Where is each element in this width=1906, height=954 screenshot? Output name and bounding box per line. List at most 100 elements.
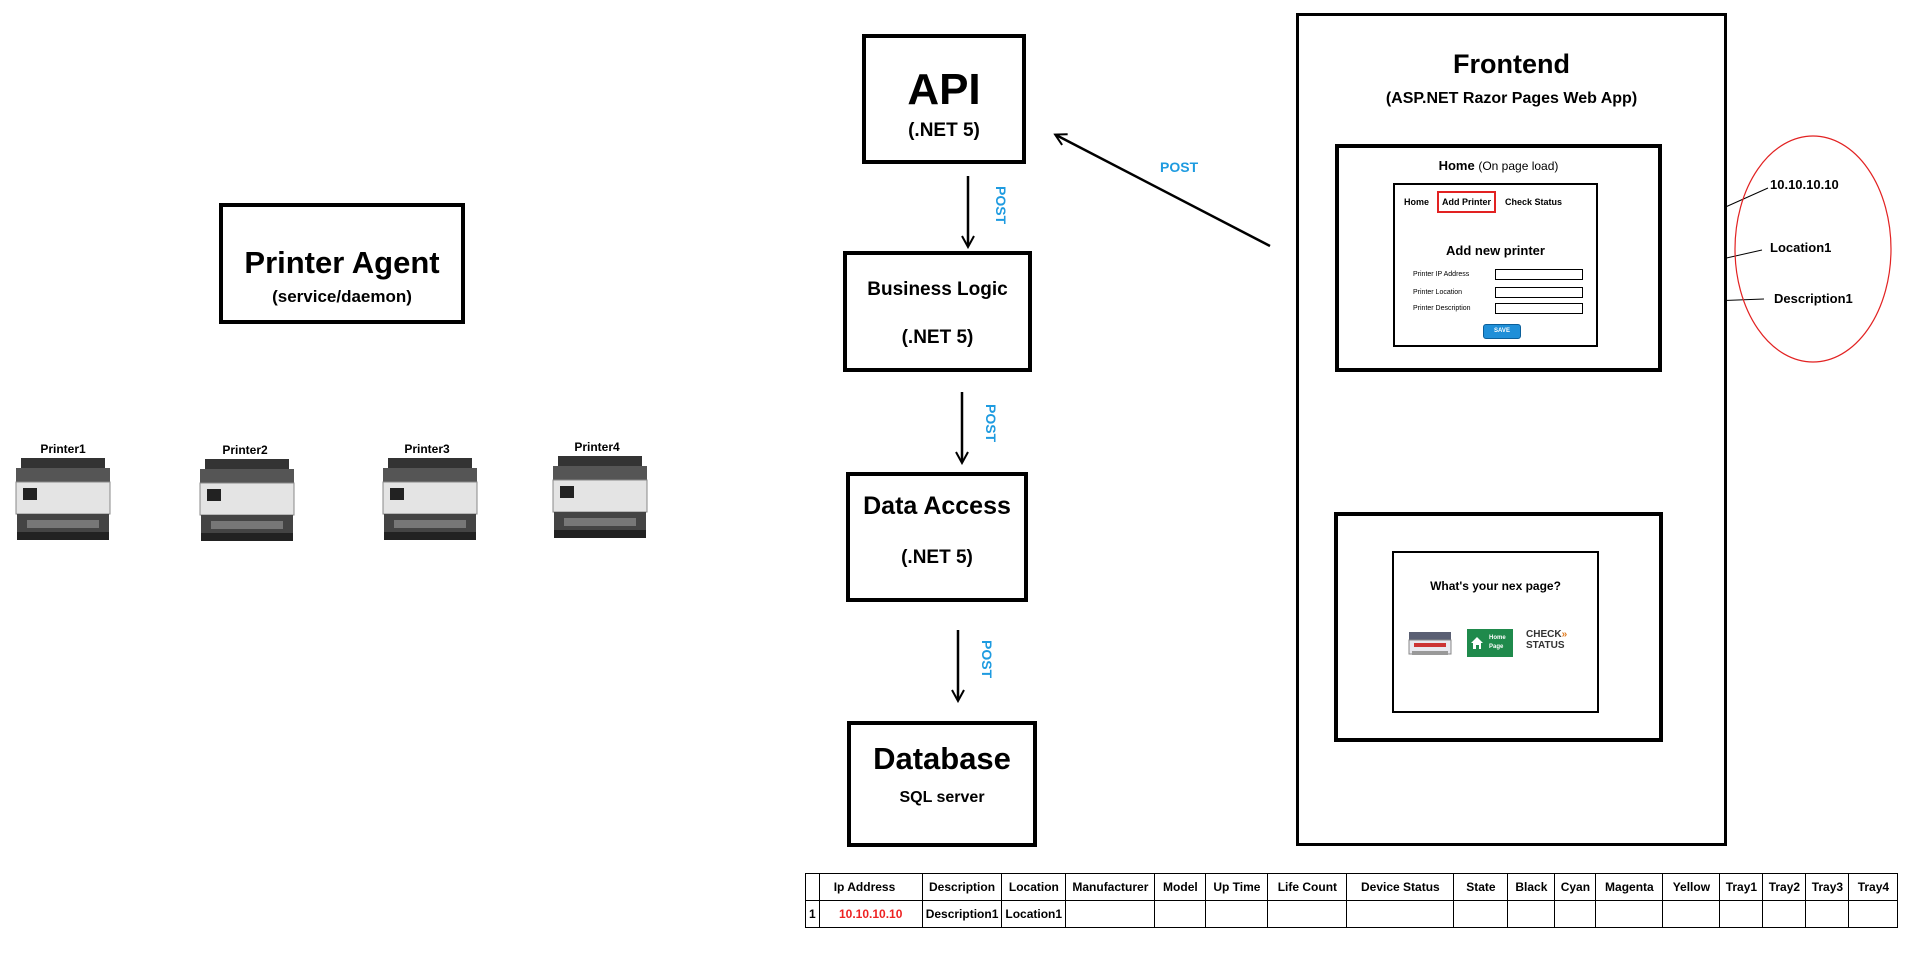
next-page-inner: What's your nex page? Home Page CHECK» S… bbox=[1392, 551, 1599, 713]
printer-icon bbox=[382, 458, 478, 540]
ip-address-input[interactable] bbox=[1495, 269, 1583, 280]
table-cell bbox=[1762, 900, 1807, 928]
home-title: Home bbox=[1438, 158, 1475, 173]
table-header-cell: Manufacturer bbox=[1065, 873, 1156, 901]
post-label-frontend-api: POST bbox=[1160, 159, 1199, 175]
table-header-cell: Up Time bbox=[1205, 873, 1269, 901]
table-header-cell: Ip Address bbox=[818, 873, 923, 901]
frontend-title: Frontend bbox=[1453, 49, 1570, 79]
table-cell: 10.10.10.10 bbox=[818, 900, 923, 928]
business-logic-box: Business Logic (.NET 5) bbox=[843, 251, 1032, 372]
table-cell bbox=[1848, 900, 1899, 928]
nav-check-status[interactable]: Check Status bbox=[1505, 197, 1563, 207]
printer-icon bbox=[552, 456, 648, 538]
home-note: (On page load) bbox=[1478, 159, 1559, 173]
callout-description: Description1 bbox=[1774, 291, 1853, 306]
check-status-icon-text-1: CHECK bbox=[1526, 629, 1562, 640]
data-access-box: Data Access (.NET 5) bbox=[846, 472, 1028, 602]
table-cell bbox=[1065, 900, 1156, 928]
add-printer-form-title: Add new printer bbox=[1446, 243, 1545, 258]
table-cell bbox=[1554, 900, 1597, 928]
table-cell bbox=[1154, 900, 1207, 928]
check-status-icon-text-2: STATUS bbox=[1526, 640, 1565, 651]
api-box: API (.NET 5) bbox=[862, 34, 1026, 164]
post-label-api-bl: POST bbox=[993, 186, 1009, 225]
business-logic-title: Business Logic bbox=[867, 279, 1008, 300]
table-header-cell: State bbox=[1453, 873, 1509, 901]
table-header-cell: Tray4 bbox=[1848, 873, 1899, 901]
description-input[interactable] bbox=[1495, 303, 1583, 314]
callout-location: Location1 bbox=[1770, 240, 1832, 255]
printer-label-4: Printer4 bbox=[574, 440, 620, 454]
api-title: API bbox=[907, 65, 981, 114]
post-label-da-db: POST bbox=[979, 640, 995, 679]
table-header-cell: Tray3 bbox=[1805, 873, 1850, 901]
data-access-title: Data Access bbox=[863, 492, 1011, 520]
table-header-cell: Cyan bbox=[1554, 873, 1597, 901]
callout-ip: 10.10.10.10 bbox=[1770, 177, 1839, 192]
printer-admin-icon[interactable] bbox=[1408, 629, 1452, 657]
home-page-icon[interactable]: Home Page bbox=[1467, 629, 1513, 657]
business-logic-subtitle: (.NET 5) bbox=[901, 327, 974, 348]
table-cell bbox=[1507, 900, 1556, 928]
database-box: Database SQL server bbox=[847, 721, 1037, 847]
table-cell bbox=[1805, 900, 1850, 928]
home-panel-heading: Home (On page load) bbox=[1339, 158, 1658, 173]
nav-home[interactable]: Home bbox=[1404, 197, 1430, 207]
printer-agent-subtitle: (service/daemon) bbox=[272, 287, 412, 306]
table-header-cell: Description bbox=[921, 873, 1003, 901]
table-header-cell: Model bbox=[1154, 873, 1207, 901]
table-cell bbox=[1346, 900, 1455, 928]
callout-ellipse bbox=[1734, 135, 1892, 363]
next-page-title: What's your nex page? bbox=[1430, 579, 1561, 593]
printer-agent-box: Printer Agent (service/daemon) bbox=[219, 203, 465, 324]
table-cell bbox=[1662, 900, 1721, 928]
table-cell bbox=[1595, 900, 1664, 928]
table-row-index: 1 bbox=[805, 900, 820, 928]
table-header-cell: Tray1 bbox=[1719, 873, 1764, 901]
database-subtitle: SQL server bbox=[899, 789, 985, 806]
table-header-cell: Location bbox=[1001, 873, 1067, 901]
location-input[interactable] bbox=[1495, 287, 1583, 298]
table-corner-cell bbox=[805, 873, 820, 901]
double-chevron-icon: » bbox=[1561, 629, 1568, 640]
check-status-icon[interactable]: CHECK» STATUS bbox=[1526, 629, 1582, 657]
printer-label-3: Printer3 bbox=[404, 442, 450, 456]
table-cell: Description1 bbox=[921, 900, 1003, 928]
database-title: Database bbox=[873, 741, 1011, 776]
save-button[interactable]: SAVE bbox=[1483, 324, 1521, 339]
home-page-icon-text-2: Page bbox=[1489, 644, 1504, 650]
printer-label-2: Printer2 bbox=[222, 443, 268, 457]
table-header-cell: Tray2 bbox=[1762, 873, 1807, 901]
add-printer-page: Home Add Printer Check Status Add new pr… bbox=[1393, 183, 1598, 347]
table-cell bbox=[1205, 900, 1269, 928]
table-header-cell: Yellow bbox=[1662, 873, 1721, 901]
nav-add-printer[interactable]: Add Printer bbox=[1437, 191, 1497, 213]
field-label-location: Printer Location bbox=[1413, 289, 1463, 296]
table-header-cell: Magenta bbox=[1595, 873, 1664, 901]
printer-icon bbox=[15, 458, 111, 540]
table-cell bbox=[1453, 900, 1509, 928]
field-label-description: Printer Description bbox=[1413, 305, 1471, 312]
table-cell: Location1 bbox=[1001, 900, 1067, 928]
table-header-cell: Life Count bbox=[1267, 873, 1348, 901]
table-cell bbox=[1719, 900, 1764, 928]
data-access-subtitle: (.NET 5) bbox=[901, 547, 973, 568]
post-label-bl-da: POST bbox=[983, 404, 999, 443]
table-cell bbox=[1267, 900, 1348, 928]
printer-agent-title: Printer Agent bbox=[244, 245, 440, 280]
house-icon bbox=[1471, 637, 1483, 649]
home-page-icon-text-1: Home bbox=[1489, 635, 1506, 641]
field-label-ip: Printer IP Address bbox=[1413, 271, 1470, 278]
table-header-cell: Device Status bbox=[1346, 873, 1455, 901]
printer-icon bbox=[199, 459, 295, 541]
frontend-to-api-arrow bbox=[1056, 135, 1271, 248]
table-header-cell: Black bbox=[1507, 873, 1556, 901]
printer-label-1: Printer1 bbox=[40, 442, 86, 456]
api-subtitle: (.NET 5) bbox=[908, 120, 980, 141]
frontend-subtitle: (ASP.NET Razor Pages Web App) bbox=[1385, 90, 1638, 107]
